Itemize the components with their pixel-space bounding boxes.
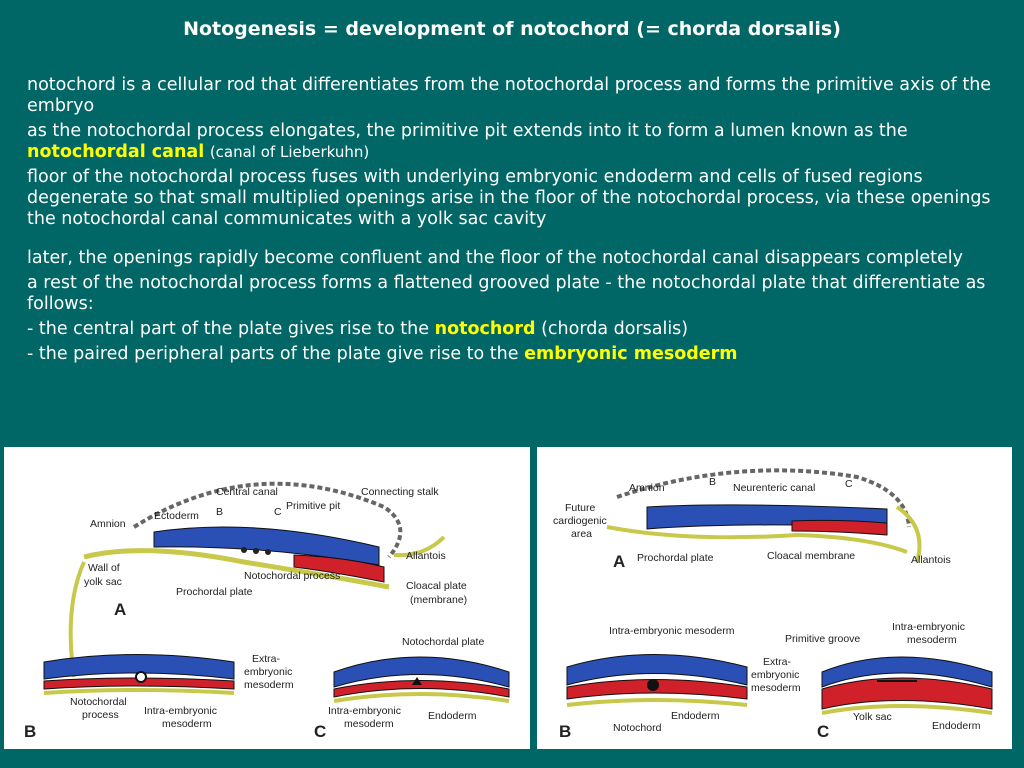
paragraph-6-text: - the central part of the plate gives ri… bbox=[27, 319, 430, 339]
paragraph-2-note: (canal of Lieberkuhn) bbox=[209, 143, 370, 161]
endoderm-cross-b-r bbox=[566, 698, 748, 707]
notochord-cross bbox=[647, 679, 659, 691]
label-amnion-r: Amnion bbox=[629, 482, 665, 494]
label-connecting-stalk: Connecting stalk bbox=[361, 486, 439, 498]
label-intra-embryonic-c: Intra-embryonic bbox=[328, 705, 401, 717]
label-mesoderm-c: mesoderm bbox=[344, 718, 394, 730]
paragraph-6: - the central part of the plate gives ri… bbox=[27, 319, 1007, 340]
mesoderm-layer bbox=[293, 554, 385, 583]
ectoderm-cross-c-r bbox=[821, 656, 993, 688]
slide-title: Notogenesis = development of notochord (… bbox=[183, 18, 841, 40]
endoderm-layer-right bbox=[606, 525, 908, 554]
label-central-canal: Central canal bbox=[216, 486, 278, 498]
label-ectoderm: Ectoderm bbox=[154, 510, 199, 522]
figure-right-drawing: Amnion B Neurenteric canal C Future card… bbox=[553, 468, 993, 741]
slide-text: notochord is a cellular rod that differe… bbox=[27, 75, 1007, 369]
label-future: Future bbox=[565, 502, 596, 514]
figure-left-drawing: Central canal Connecting stalk Ectoderm … bbox=[24, 481, 510, 741]
highlight-notochordal-canal: notochordal canal bbox=[27, 142, 205, 162]
mesoderm-cross-c bbox=[333, 680, 510, 698]
label-prochordal-plate-r: Prochordal plate bbox=[637, 552, 714, 564]
canal-dot bbox=[265, 549, 271, 555]
endoderm-cross-b bbox=[43, 688, 235, 695]
label-endoderm-r: Endoderm bbox=[671, 710, 720, 722]
mesoderm-cross-b bbox=[43, 677, 235, 690]
label-amnion: Amnion bbox=[90, 518, 126, 530]
ectoderm-cross-b bbox=[43, 654, 235, 680]
label-b-r: B bbox=[709, 476, 716, 488]
paragraph-7-text: - the paired peripheral parts of the pla… bbox=[27, 344, 519, 364]
panel-b-letter-r: B bbox=[559, 722, 571, 741]
label-allantois: Allantois bbox=[406, 550, 446, 562]
panel-b-letter: B bbox=[24, 722, 36, 741]
paragraph-2-text: as the notochordal process elongates, th… bbox=[27, 121, 908, 141]
endoderm-cross-c-r bbox=[821, 704, 993, 715]
panel-a-letter-r: A bbox=[613, 552, 625, 571]
label-process-b: process bbox=[82, 709, 119, 721]
ectoderm-cross-b-r bbox=[566, 654, 748, 686]
allantois-shape bbox=[393, 535, 446, 558]
label-yolk-sac-r: Yolk sac bbox=[853, 711, 892, 723]
label-mesoderm-r: mesoderm bbox=[751, 682, 801, 694]
label-notochordal-b: Notochordal bbox=[70, 696, 127, 708]
highlight-embryonic-mesoderm: embryonic mesoderm bbox=[524, 344, 738, 364]
label-prochordal-plate: Prochordal plate bbox=[176, 586, 253, 598]
notochordal-plate-cross bbox=[412, 677, 422, 685]
label-endoderm-c: Endoderm bbox=[428, 710, 477, 722]
label-intra-embryonic-b: Intra-embryonic bbox=[144, 705, 217, 717]
label-cloacal-plate: Cloacal plate bbox=[406, 580, 467, 592]
label-notochordal-plate: Notochordal plate bbox=[402, 636, 484, 648]
paragraph-3: floor of the notochordal process fuses w… bbox=[27, 167, 991, 229]
label-notochord-r: Notochord bbox=[613, 722, 662, 734]
label-area: area bbox=[571, 528, 592, 540]
amnion-outline-right bbox=[616, 468, 911, 528]
label-cloacal-membrane: Cloacal membrane bbox=[767, 550, 855, 562]
highlight-notochord: notochord bbox=[434, 319, 536, 339]
endoderm-cross-c bbox=[333, 692, 510, 703]
figure-right: Amnion B Neurenteric canal C Future card… bbox=[537, 447, 1012, 749]
label-embryonic-r: embryonic bbox=[751, 669, 799, 681]
paragraph-2: as the notochordal process elongates, th… bbox=[27, 121, 1007, 163]
paragraph-4: later, the openings rapidly become confl… bbox=[27, 248, 963, 268]
label-extra-b: Extra- bbox=[252, 653, 281, 665]
paragraph-7: - the paired peripheral parts of the pla… bbox=[27, 344, 1007, 365]
label-yolk-sac: yolk sac bbox=[84, 576, 122, 588]
label-intra-embryonic-mesoderm: Intra-embryonic mesoderm bbox=[609, 625, 735, 637]
mesoderm-layer-right bbox=[791, 519, 888, 536]
ectoderm-cross-c bbox=[333, 656, 510, 688]
label-mesoderm-b: mesoderm bbox=[244, 679, 294, 691]
paragraph-5: a rest of the notochordal process forms … bbox=[27, 273, 986, 314]
label-wall-of: Wall of bbox=[88, 562, 120, 574]
endoderm-layer bbox=[83, 548, 390, 590]
label-c-r: C bbox=[845, 478, 853, 490]
label-membrane: (membrane) bbox=[410, 594, 467, 606]
label-notochordal-process: Notochordal process bbox=[244, 570, 340, 582]
figure-left: Central canal Connecting stalk Ectoderm … bbox=[4, 447, 530, 749]
label-endoderm-r2: Endoderm bbox=[932, 720, 981, 732]
label-mesoderm-b2: mesoderm bbox=[162, 718, 212, 730]
panel-c-letter-r: C bbox=[817, 722, 829, 741]
panel-c-letter: C bbox=[314, 722, 326, 741]
label-intra-embryonic-r: Intra-embryonic bbox=[892, 621, 965, 633]
notochordal-process-cross bbox=[135, 671, 147, 683]
panel-a-letter: A bbox=[114, 600, 126, 619]
label-b: B bbox=[216, 506, 223, 518]
paragraph-6-note: (chorda dorsalis) bbox=[541, 319, 689, 339]
label-primitive-groove: Primitive groove bbox=[785, 633, 860, 645]
canal-dot bbox=[253, 548, 259, 554]
label-embryonic-b: embryonic bbox=[244, 666, 292, 678]
mesoderm-cross-c-r bbox=[821, 677, 993, 710]
label-extra-r: Extra- bbox=[763, 656, 792, 668]
label-primitive-pit: Primitive pit bbox=[286, 500, 340, 512]
allantois-shape-right bbox=[895, 505, 922, 563]
label-mesoderm-r2: mesoderm bbox=[907, 634, 957, 646]
ectoderm-layer bbox=[153, 526, 380, 566]
label-cardiogenic: cardiogenic bbox=[553, 515, 607, 527]
label-neurenteric-canal: Neurenteric canal bbox=[733, 482, 815, 494]
label-c: C bbox=[274, 506, 282, 518]
canal-dot bbox=[241, 547, 247, 553]
paragraph-1: notochord is a cellular rod that differe… bbox=[27, 75, 992, 116]
label-allantois-r: Allantois bbox=[911, 554, 951, 566]
